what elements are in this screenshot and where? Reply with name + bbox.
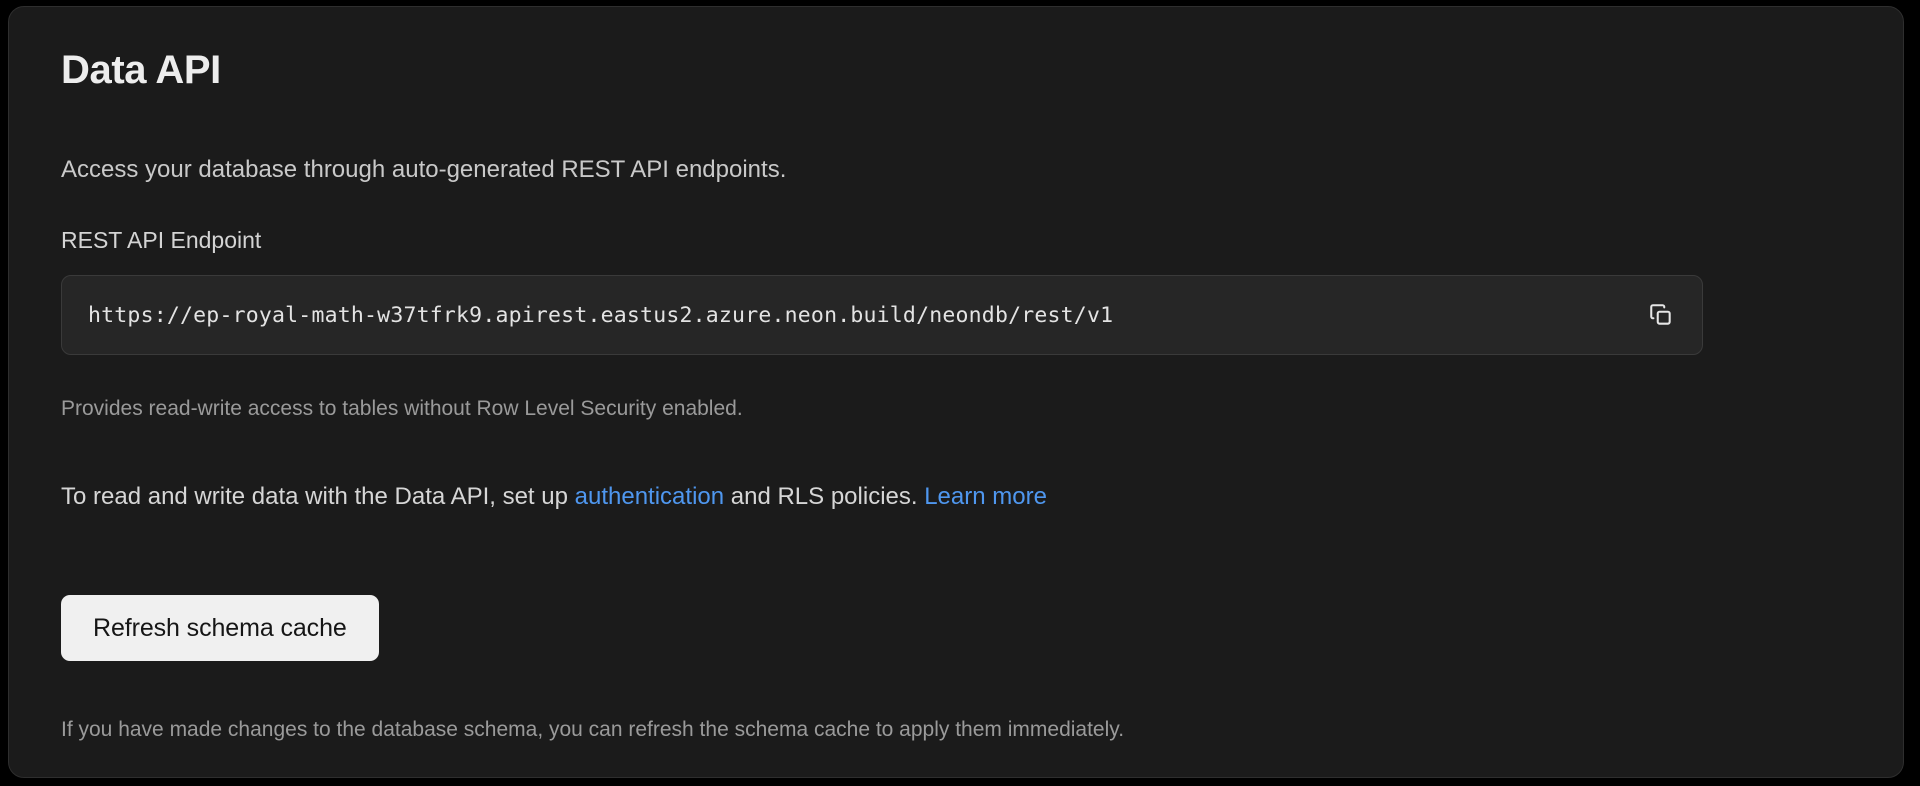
setup-prefix-text: To read and write data with the Data API… bbox=[61, 483, 575, 510]
card-description: Access your database through auto-genera… bbox=[61, 156, 787, 183]
refresh-schema-hint: If you have made changes to the database… bbox=[61, 718, 1125, 741]
setup-middle-text: and RLS policies. bbox=[724, 483, 925, 510]
copy-endpoint-button[interactable] bbox=[1630, 284, 1692, 346]
copy-icon bbox=[1648, 302, 1674, 328]
learn-more-link[interactable]: Learn more bbox=[924, 483, 1047, 510]
setup-instruction-line: To read and write data with the Data API… bbox=[61, 481, 1047, 513]
data-api-card: Data API Access your database through au… bbox=[8, 6, 1904, 778]
endpoint-input[interactable] bbox=[62, 301, 1630, 329]
authentication-link[interactable]: authentication bbox=[574, 483, 725, 510]
card-content: Data API Access your database through au… bbox=[61, 47, 1863, 741]
page-title: Data API bbox=[61, 48, 221, 92]
endpoint-input-group bbox=[61, 275, 1703, 355]
refresh-schema-cache-button[interactable]: Refresh schema cache bbox=[61, 595, 379, 661]
endpoint-hint: Provides read-write access to tables wit… bbox=[61, 397, 743, 420]
rest-api-endpoint-label: REST API Endpoint bbox=[61, 227, 262, 253]
